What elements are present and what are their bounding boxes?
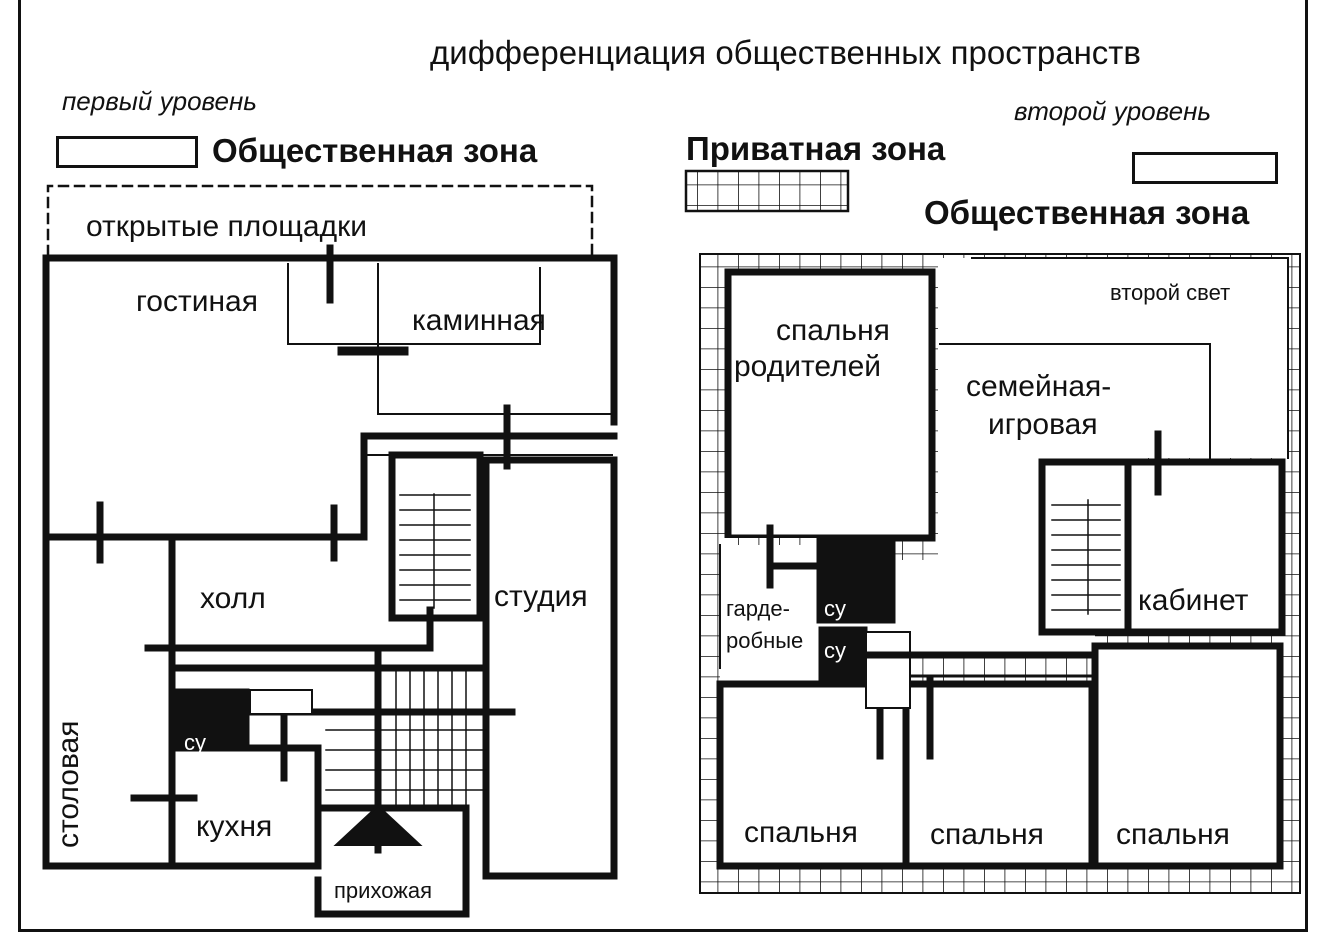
fireplace-room-label: каминная	[412, 304, 546, 337]
living-room-label: гостиная	[136, 285, 258, 318]
bedroom-1-label: спальня	[744, 816, 858, 849]
private-zone-label: Приватная зона	[686, 130, 946, 167]
parents-bedroom-wall	[724, 268, 936, 542]
floor-1-stairwell	[388, 451, 484, 622]
bedroom-3-label: спальня	[1116, 818, 1230, 851]
entrance-triangle	[333, 804, 423, 846]
family-room-label-1: семейная-	[966, 370, 1112, 403]
floor-1-wc	[174, 688, 250, 750]
floor-2-wc-label-2: су	[824, 638, 846, 663]
floor-1-outer-wall	[42, 254, 618, 426]
public-zone-swatch-1	[56, 136, 198, 168]
studio-label: студия	[494, 580, 588, 613]
open-areas-label: открытые площадки	[86, 210, 367, 243]
wardrobe-label-2: робные	[726, 628, 804, 653]
entrance-label: прихожая	[334, 878, 433, 903]
studio-wall	[482, 456, 618, 880]
parents-bedroom-label-2: родителей	[734, 350, 882, 383]
floor-2-wc-label-1: су	[824, 596, 846, 621]
public-zone-label-1: Общественная зона	[212, 132, 538, 169]
floor-2-wc-1	[816, 536, 896, 624]
floor-1-plan	[42, 184, 618, 918]
public-zone-label-2: Общественная зона	[924, 194, 1250, 231]
page-frame	[18, 0, 1308, 932]
floor-2-plan	[699, 253, 1301, 894]
public-zone-swatch-2	[1132, 152, 1278, 184]
bedroom-2-label: спальня	[930, 818, 1044, 851]
private-zone-swatch	[684, 169, 850, 213]
open-areas-dashed	[46, 184, 594, 257]
diagram-title: дифференциация общественных пространств	[430, 34, 1141, 71]
parents-bedroom-label-1: спальня	[776, 314, 890, 347]
second-light-label: второй свет	[1110, 280, 1231, 305]
study-label: кабинет	[1138, 584, 1249, 617]
dining-room-label: столовая	[52, 720, 85, 849]
kitchen-label: кухня	[196, 810, 273, 843]
bedroom-3-wall	[1091, 642, 1284, 870]
hall-label: холл	[200, 582, 266, 615]
level-2-label: второй уровень	[1014, 96, 1212, 126]
wardrobe-label-1: гарде-	[726, 596, 790, 621]
floor-1-wc-label: су	[184, 730, 206, 755]
level-1-label: первый уровень	[62, 86, 257, 116]
family-room-label-2: игровая	[988, 408, 1098, 441]
